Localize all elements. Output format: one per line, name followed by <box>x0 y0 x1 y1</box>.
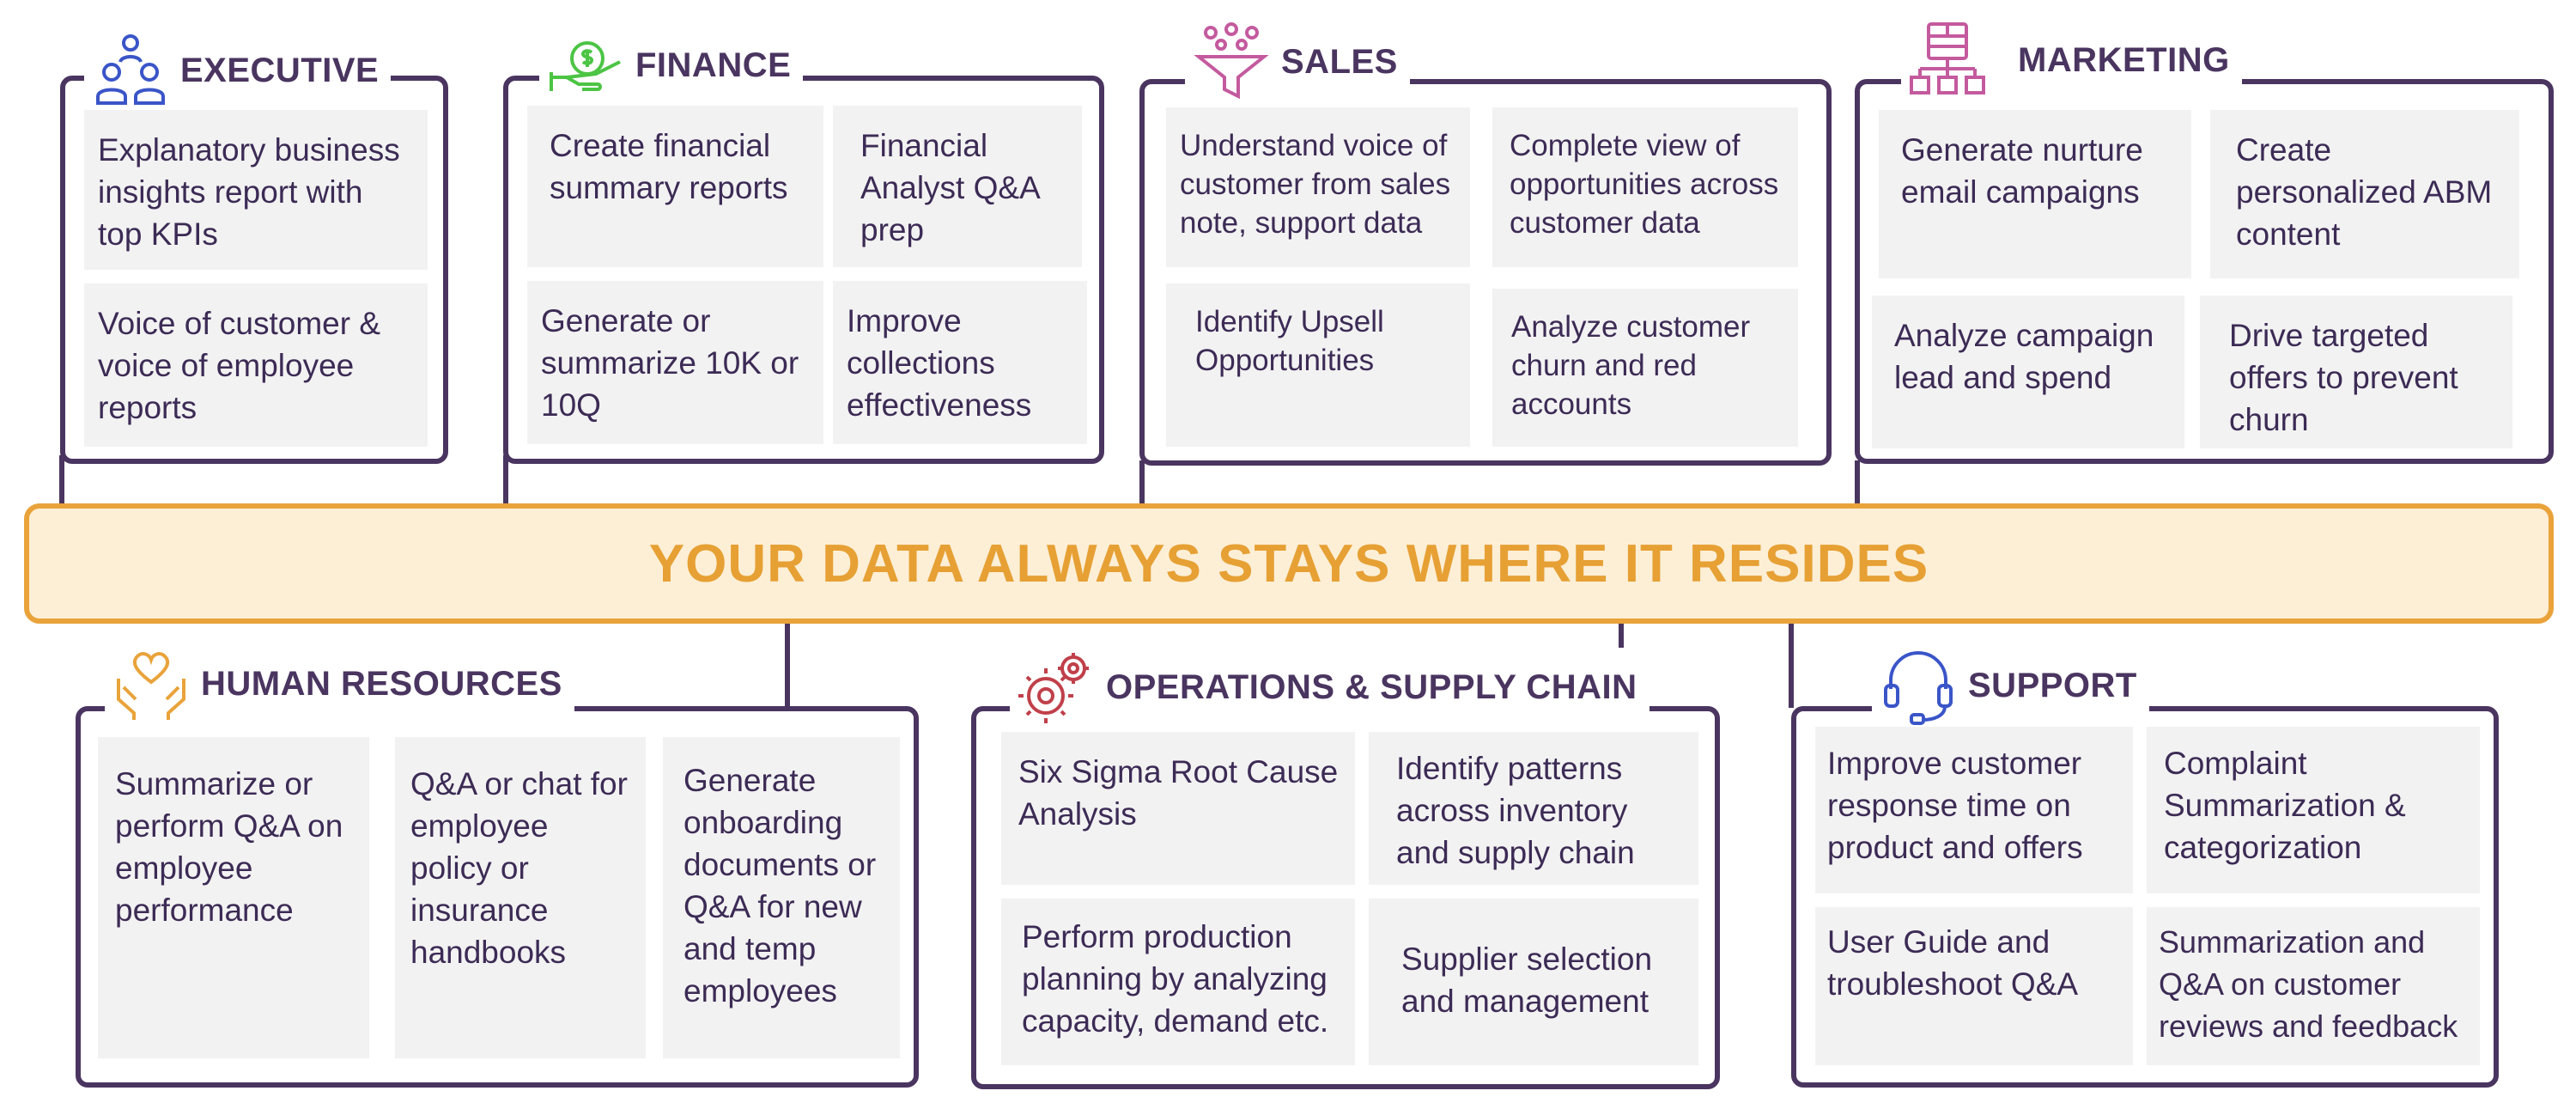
data-residency-banner: YOUR DATA ALWAYS STAYS WHERE IT RESIDES <box>24 503 2554 624</box>
org-chart-icon <box>1910 22 1985 94</box>
card-marketing-3: Analyze campaign lead and spend <box>1872 296 2184 448</box>
section-title: SALES <box>1281 42 1398 81</box>
gears-icon <box>1018 653 1089 723</box>
section-title: OPERATIONS & SUPPLY CHAIN <box>1106 667 1637 706</box>
card-support-2: Complaint Summarization & categorization <box>2147 727 2480 893</box>
card-ops-3: Perform production planning by analyzing… <box>1001 899 1355 1065</box>
connector-sales <box>1139 460 1145 507</box>
headset-icon <box>1884 651 1953 725</box>
section-finance <box>503 76 1104 464</box>
header-sales: SALES <box>1185 22 1410 101</box>
people-group-icon <box>96 34 165 105</box>
card-sales-4: Analyze customer churn and red accounts <box>1492 289 1798 447</box>
card-finance-1: Create financial summary reports <box>527 106 823 267</box>
card-hr-2: Q&A or chat for employee policy or insur… <box>395 737 646 1058</box>
connector-support <box>1789 622 1794 708</box>
funnel-icon <box>1194 22 1269 100</box>
card-sales-2: Complete view of opportunities across cu… <box>1492 107 1798 267</box>
header-executive: EXECUTIVE <box>84 31 392 110</box>
connector-marketing <box>1855 460 1860 507</box>
banner-text: YOUR DATA ALWAYS STAYS WHERE IT RESIDES <box>648 533 1929 594</box>
header-finance: FINANCE <box>539 26 804 105</box>
card-hr-3: Generate onboarding documents or Q&A for… <box>663 737 900 1058</box>
header-support: SUPPORT <box>1872 646 2149 725</box>
card-ops-2: Identify patterns across inventory and s… <box>1369 732 1698 885</box>
card-sales-3: Identify Upsell Opportunities <box>1166 283 1470 447</box>
section-title: MARKETING <box>2018 40 2230 79</box>
card-finance-4: Improve collections effectiveness <box>833 281 1087 444</box>
card-support-4: Summarization and Q&A on customer review… <box>2147 907 2480 1065</box>
card-support-1: Improve customer response time on produc… <box>1815 727 2133 893</box>
connector-hr <box>785 622 790 708</box>
header-marketing: MARKETING <box>1901 21 2242 100</box>
hand-money-icon <box>550 41 621 91</box>
card-hr-1: Summarize or perform Q&A on employee per… <box>98 737 369 1058</box>
card-ops-4: Supplier selection and management <box>1369 899 1698 1065</box>
section-title: EXECUTIVE <box>180 51 380 89</box>
card-marketing-2: Create personalized ABM content <box>2210 110 2519 278</box>
card-executive-2: Voice of customer & voice of employee re… <box>84 283 428 447</box>
card-marketing-1: Generate nurture email campaigns <box>1879 110 2191 278</box>
card-marketing-4: Drive targeted offers to prevent churn <box>2200 296 2512 448</box>
card-ops-1: Six Sigma Root Cause Analysis <box>1001 732 1355 885</box>
card-finance-3: Generate or summarize 10K or 10Q <box>527 281 823 444</box>
card-finance-2: Financial Analyst Q&A prep <box>833 106 1082 267</box>
hands-heart-icon <box>117 652 185 720</box>
connector-finance <box>503 455 508 507</box>
header-hr: HUMAN RESOURCES <box>105 644 574 723</box>
section-title: SUPPORT <box>1968 666 2137 704</box>
section-title: FINANCE <box>635 46 792 84</box>
section-title: HUMAN RESOURCES <box>201 664 562 703</box>
connector-executive <box>59 455 64 507</box>
card-sales-1: Understand voice of customer from sales … <box>1166 107 1470 267</box>
section-sales <box>1139 79 1832 466</box>
card-support-3: User Guide and troubleshoot Q&A <box>1815 907 2133 1065</box>
header-ops: OPERATIONS & SUPPLY CHAIN <box>1010 648 1649 727</box>
card-executive-1: Explanatory business insights report wit… <box>84 110 428 270</box>
